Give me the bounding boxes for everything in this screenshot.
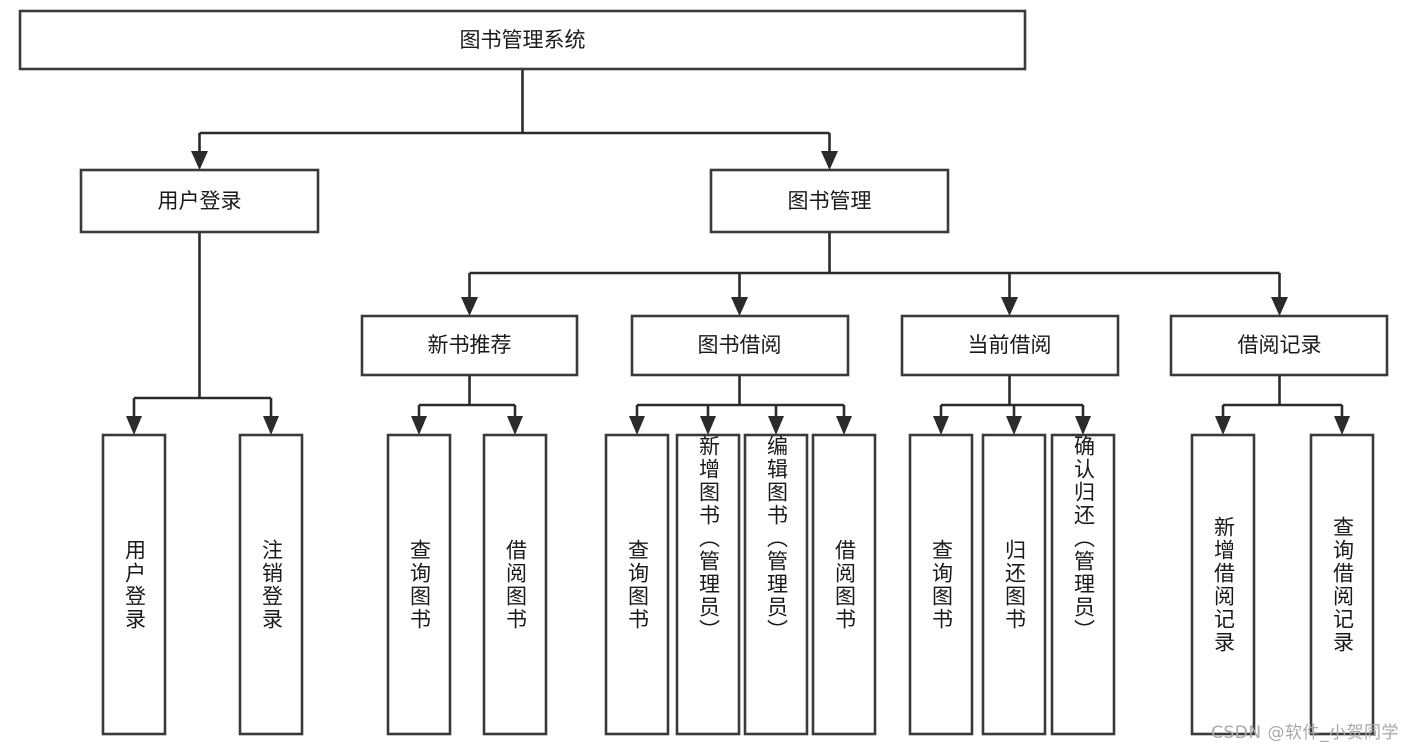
leaf-box-add-book[interactable]: [675, 433, 741, 736]
node-root[interactable]: 图书管理系统: [18, 9, 1027, 71]
leaf-box-edit-book[interactable]: [743, 433, 809, 736]
node-book-manage-label: 图书管理: [788, 189, 872, 213]
leaf-box-user-login[interactable]: [101, 433, 167, 736]
connectors-userlogin-to-leaves: [126, 232, 279, 435]
node-book-borrow[interactable]: 图书借阅: [630, 314, 850, 377]
leaf-box-logout[interactable]: [238, 433, 304, 736]
leaf-box-query-book-3[interactable]: [908, 433, 974, 736]
leaf-box-query-book-1[interactable]: [386, 433, 452, 736]
connectors-newbook-to-leaves: [411, 375, 523, 435]
node-book-borrow-label: 图书借阅: [698, 333, 782, 357]
csdn-watermark: CSDN @软件_小贺同学: [1211, 723, 1399, 743]
leaf-box-query-record[interactable]: [1309, 433, 1375, 736]
node-root-label: 图书管理系统: [460, 28, 586, 52]
node-borrow-record[interactable]: 借阅记录: [1169, 314, 1389, 377]
node-book-manage[interactable]: 图书管理: [709, 168, 950, 234]
leaf-box-borrow-book-1[interactable]: [482, 433, 548, 736]
node-new-book-recommend[interactable]: 新书推荐: [360, 314, 579, 377]
leaf-box-confirm-return[interactable]: [1050, 433, 1116, 736]
connectors-bookmanage-to-level3: [461, 232, 1288, 316]
leaf-box-query-book-2[interactable]: [604, 433, 670, 736]
leaf-box-borrow-book-2[interactable]: [811, 433, 877, 736]
leaf-boxes: [101, 433, 1375, 736]
connectors-root-to-level2: [191, 69, 838, 170]
connectors-borrowrecord-to-leaves: [1215, 375, 1350, 435]
leaf-box-return-book[interactable]: [981, 433, 1047, 736]
node-current-borrow[interactable]: 当前借阅: [900, 314, 1120, 377]
node-user-login-label: 用户登录: [158, 189, 242, 213]
connectors-bookborrow-to-leaves: [629, 375, 852, 435]
leaf-box-add-record[interactable]: [1190, 433, 1256, 736]
connectors-currentborrow-to-leaves: [933, 375, 1091, 435]
node-new-book-recommend-label: 新书推荐: [428, 333, 512, 357]
node-current-borrow-label: 当前借阅: [968, 333, 1052, 357]
node-borrow-record-label: 借阅记录: [1238, 333, 1322, 357]
node-user-login[interactable]: 用户登录: [79, 168, 320, 234]
